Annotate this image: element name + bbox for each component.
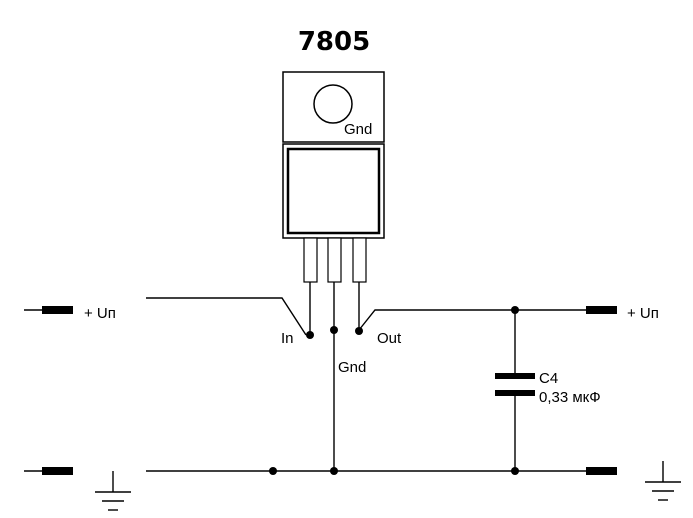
- output-voltage-label: + Uп: [627, 305, 659, 322]
- ground-symbol-left: [95, 471, 131, 511]
- pin-out-label: Out: [377, 330, 402, 347]
- input-voltage-label: + Uп: [84, 305, 116, 322]
- mounting-hole: [313, 84, 353, 124]
- tab-gnd-label: Gnd: [344, 121, 372, 138]
- output-terminals: + Uп: [586, 305, 659, 475]
- junction-out: [355, 327, 363, 335]
- package-body: [282, 143, 385, 239]
- junction-gnd-pin: [330, 326, 338, 334]
- input-ground-terminal: [42, 467, 73, 475]
- pin-in-label: In: [281, 330, 294, 347]
- junctions: [269, 306, 519, 475]
- package-tab: [282, 71, 385, 143]
- capacitor-c4: C4 0,33 мкФ: [495, 370, 601, 406]
- cap-plate-bottom: [495, 390, 535, 396]
- cap-ref-label: C4: [539, 370, 558, 387]
- package-body-inner: [286, 147, 381, 235]
- regulator-package: Gnd: [282, 71, 385, 335]
- junction-in: [306, 331, 314, 339]
- input-terminal: [42, 306, 73, 314]
- ground-symbol-right: [645, 461, 681, 501]
- output-ground-terminal: [586, 467, 617, 475]
- junction-output-cap: [511, 306, 519, 314]
- pin-out-lead: [352, 237, 367, 283]
- pin-gnd-label: Gnd: [338, 359, 366, 376]
- cap-value-label: 0,33 мкФ: [539, 389, 601, 406]
- pin-in-lead: [303, 237, 318, 283]
- wires: [146, 297, 586, 472]
- output-terminal: [586, 306, 617, 314]
- regulator-title: 7805: [298, 27, 370, 57]
- input-wire: [146, 297, 307, 336]
- junction-ground-cap: [511, 467, 519, 475]
- junction-ground-left: [269, 467, 277, 475]
- input-terminals: + Uп: [24, 305, 116, 475]
- output-wire: [358, 309, 586, 331]
- junction-ground-gnd: [330, 467, 338, 475]
- pin-gnd-lead: [327, 237, 342, 283]
- cap-plate-top: [495, 373, 535, 379]
